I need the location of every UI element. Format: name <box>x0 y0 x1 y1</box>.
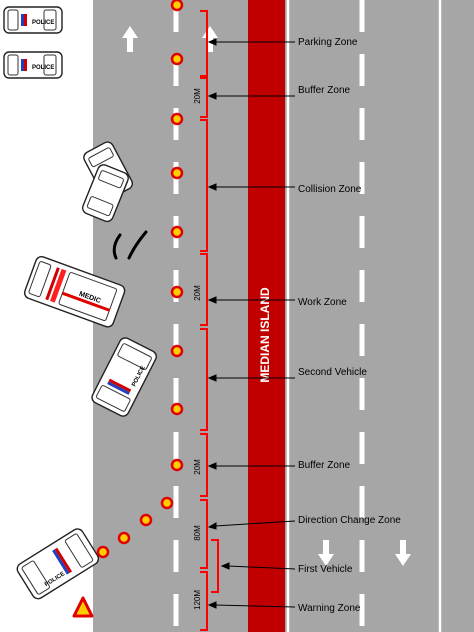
bracket-buffer-bottom <box>200 433 208 497</box>
distance-labels: 20M 20M 20M 80M 120M <box>193 88 202 610</box>
bracket-second-vehicle <box>200 328 208 431</box>
traffic-cone-icon <box>139 513 153 527</box>
warning-triangle-icon <box>72 596 94 618</box>
distance-label: 80M <box>193 525 202 541</box>
collision-vehicle <box>81 164 129 223</box>
down-arrow-icon <box>318 540 334 566</box>
bracket-parking <box>200 10 208 77</box>
zone-labels: Parking Zone Buffer Zone Collision Zone … <box>298 37 401 614</box>
traffic-cone-icon <box>170 0 184 12</box>
distance-label: 20M <box>193 459 202 475</box>
zone-label-parking: Parking Zone <box>298 37 358 48</box>
police-car: POLICE <box>3 6 63 34</box>
police-car-first-vehicle: POLICE <box>16 528 100 600</box>
police-car-label: POLICE <box>32 65 54 71</box>
traffic-cone-icon <box>170 225 184 239</box>
traffic-cone-icon <box>170 344 184 358</box>
bracket-first-vehicle <box>211 539 219 593</box>
zone-pointers <box>207 38 296 609</box>
zone-label-work: Work Zone <box>298 297 347 308</box>
zone-label-direction-change: Direction Change Zone <box>298 515 401 526</box>
median-island <box>248 0 285 632</box>
police-car-label: POLICE <box>32 20 54 26</box>
up-arrow-icon <box>122 26 138 52</box>
medic-vehicle: MEDIC <box>23 255 126 328</box>
bracket-direction-change <box>200 499 208 569</box>
traffic-cone-icon <box>170 402 184 416</box>
distance-label: 20M <box>193 88 202 104</box>
traffic-cone-icon <box>170 166 184 180</box>
zone-label-buffer-top: Buffer Zone <box>298 85 351 96</box>
traffic-cone-icon <box>170 52 184 66</box>
distance-label: 20M <box>193 285 202 301</box>
zone-label-buffer-bottom: Buffer Zone <box>298 460 351 471</box>
traffic-cones <box>96 0 184 559</box>
zone-brackets <box>200 10 219 631</box>
traffic-cone-icon <box>117 531 131 545</box>
bracket-work <box>200 253 208 326</box>
traffic-cone-icon <box>160 496 174 510</box>
traffic-cone-icon <box>170 285 184 299</box>
traffic-cone-icon <box>96 545 110 559</box>
traffic-cone-icon <box>170 112 184 126</box>
traffic-cone-icon <box>170 458 184 472</box>
zone-label-warning: Warning Zone <box>298 603 361 614</box>
skid-marks <box>112 230 148 260</box>
zone-label-collision: Collision Zone <box>298 184 362 195</box>
distance-label: 120M <box>193 590 202 610</box>
zone-label-first-vehicle: First Vehicle <box>298 564 353 575</box>
down-arrow-icon <box>395 540 411 566</box>
bracket-buffer-top <box>200 77 208 118</box>
police-car-second-vehicle: POLICE <box>91 337 157 417</box>
police-car: POLICE <box>3 51 63 79</box>
bracket-warning <box>200 571 208 631</box>
lane-markings <box>173 0 442 632</box>
bracket-collision <box>200 119 208 252</box>
median-island-label: MEDIAN ISLAND <box>258 287 272 383</box>
zone-label-second-vehicle: Second Vehicle <box>298 367 367 378</box>
